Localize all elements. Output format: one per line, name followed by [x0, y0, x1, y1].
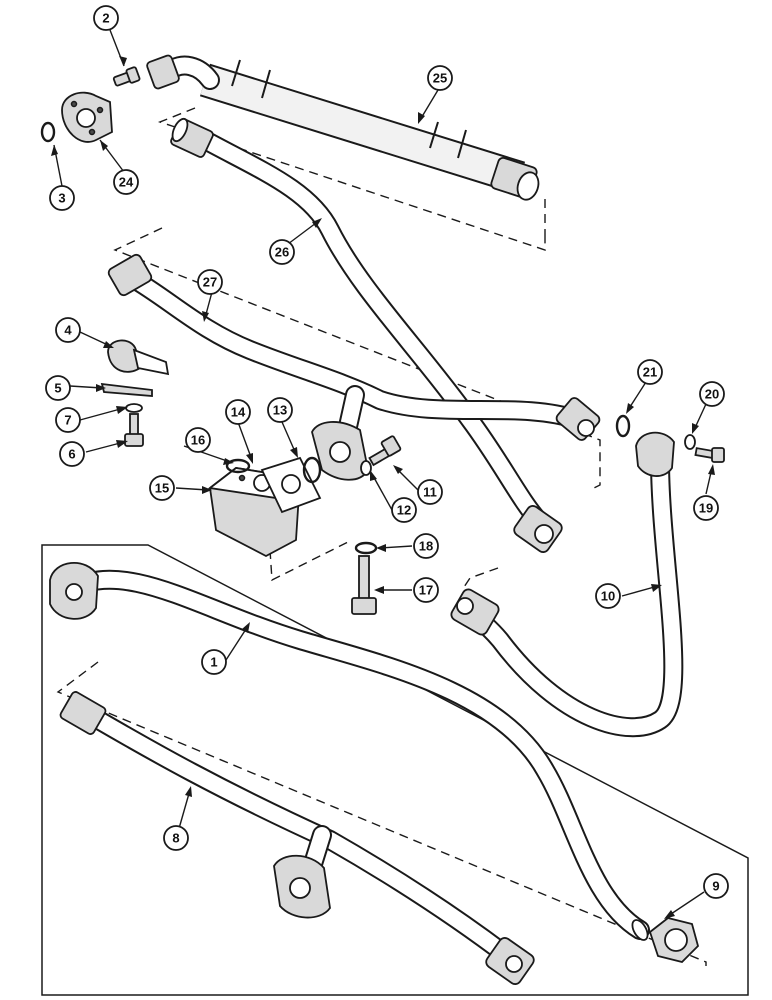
svg-text:8: 8	[172, 831, 179, 846]
svg-text:24: 24	[119, 175, 134, 190]
tube-26	[170, 117, 563, 553]
callout-20: 20	[699, 381, 725, 407]
bolt-19	[694, 447, 725, 463]
screw-2	[112, 66, 141, 87]
svg-text:9: 9	[712, 879, 719, 894]
callout-19: 19	[693, 495, 719, 521]
callout-17: 17	[413, 577, 439, 603]
tube-27-nut-top	[107, 253, 153, 297]
o-ring-16	[225, 458, 251, 474]
callout-8: 8	[163, 825, 189, 851]
callout-15: 15	[149, 475, 175, 501]
callout-12: 12	[391, 497, 417, 523]
callout-7: 7	[55, 407, 81, 433]
tube-1	[49, 561, 650, 941]
tube-10	[450, 431, 684, 738]
callout-9: 9	[703, 873, 729, 899]
callouts: 2 3 24 25 26 27 4 5 7 6 16 14 13 15 11 1…	[45, 5, 729, 899]
svg-text:14: 14	[231, 405, 246, 420]
alignment-dash-lines	[56, 107, 707, 966]
callout-11: 11	[417, 479, 443, 505]
flange-24	[61, 91, 113, 143]
svg-text:19: 19	[699, 501, 713, 516]
clamp-5	[100, 382, 153, 397]
clip-4	[107, 339, 170, 376]
callout-13: 13	[267, 397, 293, 423]
bolt-17	[351, 555, 377, 615]
gasket-14	[260, 456, 322, 514]
callout-16: 16	[185, 427, 211, 453]
svg-text:21: 21	[643, 365, 657, 380]
callout-27: 27	[197, 269, 223, 295]
washer-18	[354, 541, 378, 555]
bolt-6	[124, 413, 144, 447]
callout-3: 3	[49, 185, 75, 211]
callout-4: 4	[55, 317, 81, 343]
washer-7	[125, 403, 143, 413]
svg-text:16: 16	[191, 433, 205, 448]
tube-8-fitting	[59, 691, 107, 735]
callout-25: 25	[427, 65, 453, 91]
callout-14: 14	[225, 399, 251, 425]
hose-assembly	[146, 54, 540, 201]
callout-5: 5	[45, 375, 71, 401]
inset-frame	[41, 544, 749, 996]
tube-27-nut-end	[555, 397, 601, 441]
tube-8	[59, 691, 535, 985]
bolt-11	[368, 435, 402, 467]
hose-fitting-left	[146, 54, 180, 90]
svg-text:7: 7	[64, 413, 71, 428]
svg-text:3: 3	[58, 191, 65, 206]
callout-10: 10	[595, 583, 621, 609]
svg-text:2: 2	[102, 11, 109, 26]
o-ring-21	[615, 414, 631, 438]
svg-text:18: 18	[419, 539, 433, 554]
svg-text:13: 13	[273, 403, 287, 418]
svg-text:26: 26	[275, 245, 289, 260]
svg-text:10: 10	[601, 589, 615, 604]
callout-26: 26	[269, 239, 295, 265]
callout-1: 1	[201, 649, 227, 675]
svg-text:11: 11	[423, 485, 437, 500]
o-ring-13	[302, 456, 322, 484]
callout-6: 6	[59, 441, 85, 467]
svg-text:4: 4	[64, 323, 72, 338]
svg-text:17: 17	[419, 583, 433, 598]
svg-text:27: 27	[203, 275, 217, 290]
leader-lines	[51, 29, 715, 919]
nut-9	[648, 917, 700, 963]
callout-21: 21	[637, 359, 663, 385]
svg-text:15: 15	[155, 481, 169, 496]
o-ring-3	[40, 121, 56, 143]
callout-24: 24	[113, 169, 139, 195]
washer-12	[360, 460, 372, 476]
tube-10-elbow-flange	[635, 431, 675, 477]
svg-text:20: 20	[705, 387, 719, 402]
svg-text:5: 5	[54, 381, 61, 396]
svg-text:6: 6	[68, 447, 75, 462]
svg-text:12: 12	[397, 503, 411, 518]
washer-20	[684, 434, 696, 450]
callout-2: 2	[93, 5, 119, 31]
svg-text:25: 25	[433, 71, 447, 86]
callout-18: 18	[413, 533, 439, 559]
tube-27	[107, 253, 601, 481]
svg-text:1: 1	[210, 655, 217, 670]
